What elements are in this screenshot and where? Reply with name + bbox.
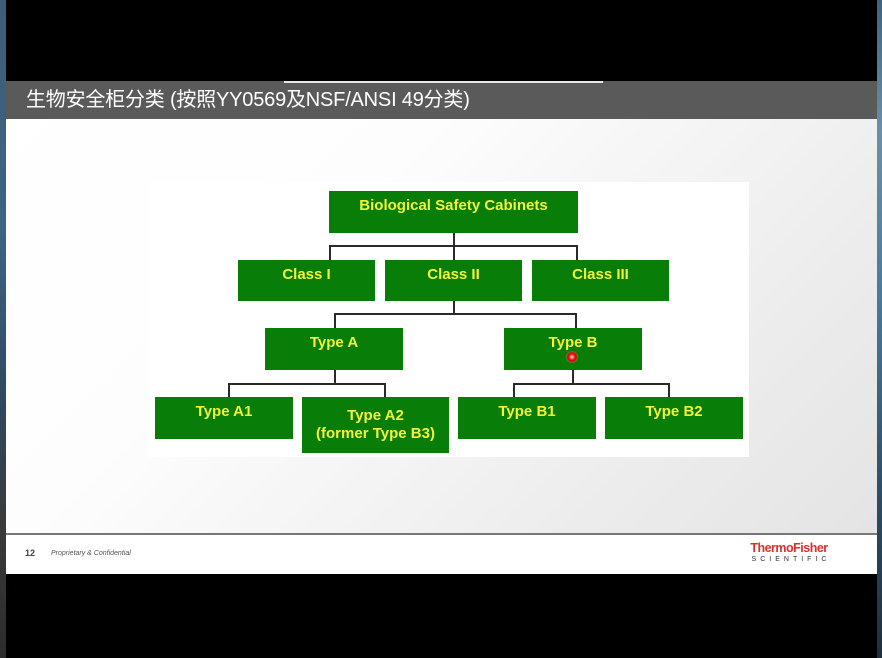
confidentiality-note: Proprietary & Confidential: [51, 550, 131, 557]
node-type-a2: Type A2 (former Type B3): [302, 397, 449, 453]
thermo-fisher-logo: ThermoFisher SCIENTIFIC: [743, 542, 835, 564]
connector: [453, 245, 455, 260]
logo-subtitle: SCIENTIFIC: [751, 556, 831, 563]
node-class-i: Class I: [238, 260, 375, 301]
page-number: 12: [25, 548, 36, 558]
connector: [334, 370, 336, 384]
node-type-b: Type B: [504, 328, 642, 370]
connector: [572, 370, 574, 384]
connector: [576, 245, 578, 260]
desktop-edge-left: [0, 0, 6, 658]
node-type-a2-label: Type A2: [347, 407, 404, 424]
slide-title: 生物安全柜分类 (按照YY0569及NSF/ANSI 49分类): [26, 89, 470, 111]
desktop-edge-right: [877, 0, 882, 658]
node-type-b1: Type B1: [458, 397, 596, 439]
connector: [334, 313, 336, 328]
presentation-slide: 生物安全柜分类 (按照YY0569及NSF/ANSI 49分类) Biologi…: [6, 81, 877, 574]
slide-title-bar: 生物安全柜分类 (按照YY0569及NSF/ANSI 49分类): [6, 81, 877, 119]
connector: [668, 383, 670, 397]
connector: [334, 313, 577, 315]
logo-wordmark: ThermoFisher: [750, 541, 828, 555]
title-accent-line: [284, 81, 603, 83]
connector: [575, 313, 577, 328]
node-type-a1: Type A1: [155, 397, 293, 439]
connector: [384, 383, 386, 397]
node-class-iii: Class III: [532, 260, 669, 301]
connector: [329, 245, 331, 260]
connector: [453, 233, 455, 246]
connector: [453, 301, 455, 314]
laser-pointer-icon: [566, 351, 578, 363]
node-type-b2: Type B2: [605, 397, 743, 439]
node-type-a2-sublabel: (former Type B3): [316, 425, 435, 442]
connector: [513, 383, 515, 397]
node-type-a: Type A: [265, 328, 403, 370]
connector: [513, 383, 670, 385]
node-class-ii: Class II: [385, 260, 522, 301]
connector: [228, 383, 386, 385]
slide-footer: 12 Proprietary & Confidential ThermoFish…: [6, 533, 877, 574]
node-biological-safety-cabinets: Biological Safety Cabinets: [329, 191, 578, 233]
connector: [228, 383, 230, 397]
